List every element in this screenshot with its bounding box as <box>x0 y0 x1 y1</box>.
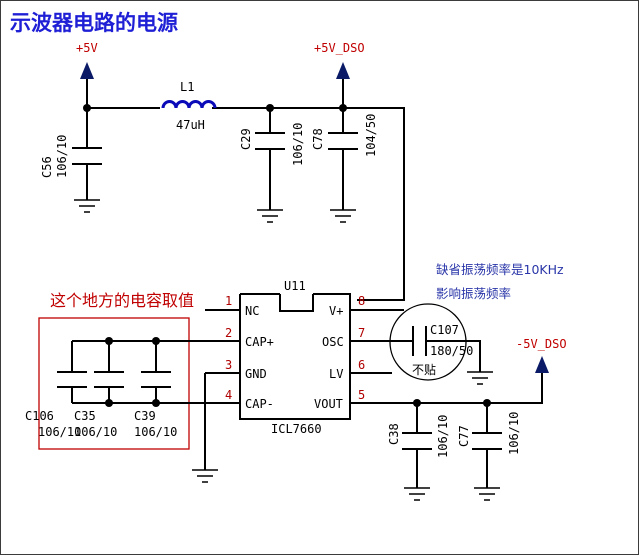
capacitor-ref: C38 <box>387 423 401 445</box>
inductor-coil-icon <box>161 100 217 109</box>
power-arrow-icon <box>336 62 350 79</box>
ic-body <box>239 293 351 420</box>
pin-name: V+ <box>329 304 343 318</box>
power-symbol-vcc-dso: +5V_DSO <box>314 41 365 79</box>
capacitor-c39-plates-icon <box>141 371 171 388</box>
capacitor-value: 106/10 <box>436 415 450 458</box>
power-arrow-icon <box>80 62 94 79</box>
capacitor-value-c106: 106/10 <box>38 425 81 439</box>
capacitor-c38: C38 106/10 <box>387 403 450 501</box>
highlight-circle <box>389 303 467 381</box>
power-symbol-vneg-dso: -5V_DSO <box>516 337 567 373</box>
junction-dot <box>105 337 113 345</box>
wire-cap-buses <box>72 340 205 404</box>
capacitor-note: 不贴 <box>412 363 436 377</box>
ground-icon <box>330 209 356 223</box>
capacitor-value-c35: 106/10 <box>74 425 117 439</box>
capacitor-c77: C77 106/10 <box>457 403 521 501</box>
capacitor-symbol-icon <box>392 326 481 372</box>
capacitor-value: 180/50 <box>430 344 473 358</box>
wire-vcc-dso-rail <box>212 107 405 301</box>
net-label-vcc-in: +5V <box>76 41 98 55</box>
capacitor-ref: C29 <box>239 128 253 150</box>
pin-number: 2 <box>225 326 232 340</box>
junction-dot <box>152 399 160 407</box>
capacitor-c35-plates-icon <box>94 371 124 388</box>
capacitor-value: 106/10 <box>55 135 69 178</box>
note-affects-frequency: 影响振荡频率 <box>436 286 511 301</box>
capacitor-ref-c35: C35 <box>74 409 96 423</box>
pin-number: 6 <box>358 358 365 372</box>
pin-name: NC <box>245 304 259 318</box>
wire-vcc-in <box>86 79 160 109</box>
ground-icon <box>74 199 100 213</box>
capacitor-value: 104/50 <box>364 114 378 157</box>
pin-number: 7 <box>358 326 365 340</box>
net-label-vcc-dso: +5V_DSO <box>314 41 365 55</box>
ic-u11: U11 ICL7660 1 NC 2 CAP+ 3 GND 4 CAP- 8 V… <box>205 279 392 436</box>
capacitor-symbol-icon <box>328 108 358 210</box>
capacitor-ref-c106: C106 <box>25 409 54 423</box>
net-label-vneg-dso: -5V_DSO <box>516 337 567 351</box>
ic-ref: U11 <box>284 279 306 293</box>
ic-left-pin-stubs <box>205 309 240 404</box>
ground-icon <box>474 487 500 501</box>
pin-name: OSC <box>322 335 344 349</box>
capacitor-value-c39: 106/10 <box>134 425 177 439</box>
capacitor-symbol-icon <box>472 403 502 488</box>
capacitor-ref: C107 <box>430 323 459 337</box>
inductor-value: 47uH <box>176 118 205 132</box>
capacitor-symbol-icon <box>402 403 432 488</box>
note-default-frequency: 缺省振荡频率是10KHz <box>436 262 564 277</box>
capacitor-symbol-icon <box>255 108 285 210</box>
ground-icon <box>404 487 430 501</box>
pin-number: 4 <box>225 388 232 402</box>
power-symbol-vcc-in: +5V <box>76 41 98 79</box>
capacitor-ref: C77 <box>457 425 471 447</box>
pin-name: CAP+ <box>245 335 274 349</box>
inductor-l1: L1 47uH <box>161 80 217 132</box>
page-title: 示波器电路的电源 <box>10 11 178 35</box>
pin-name: CAP- <box>245 397 274 411</box>
capacitor-c106-plates-icon <box>57 371 87 388</box>
pin-number: 3 <box>225 358 232 372</box>
pin-name: LV <box>329 367 343 381</box>
capacitor-symbol-icon <box>72 108 102 200</box>
power-arrow-icon <box>535 356 549 373</box>
capacitor-value: 106/10 <box>291 123 305 166</box>
capacitor-c29: C29 106/10 <box>239 108 305 223</box>
wire-vout <box>392 373 543 404</box>
pin-number: 5 <box>358 388 365 402</box>
pin-name: VOUT <box>314 397 343 411</box>
pin-number: 8 <box>358 294 365 308</box>
note-capacitor-value: 这个地方的电容取值 <box>50 291 194 310</box>
capacitor-c56: C56 106/10 <box>40 108 102 213</box>
annotation-box <box>38 317 190 450</box>
capacitor-ref: C78 <box>311 128 325 150</box>
capacitor-value: 106/10 <box>507 412 521 455</box>
ground-icon <box>467 371 493 385</box>
inductor-ref: L1 <box>180 80 194 94</box>
pin-name: GND <box>245 367 267 381</box>
capacitor-ref-c39: C39 <box>134 409 156 423</box>
capacitor-c78: C78 104/50 <box>311 108 378 223</box>
ic-part-number: ICL7660 <box>271 422 322 436</box>
ground-icon <box>257 209 283 223</box>
junction-dot <box>152 337 160 345</box>
capacitor-c107: C107 180/50 不贴 <box>389 303 493 385</box>
capacitor-ref: C56 <box>40 156 54 178</box>
ic-right-pin-stubs <box>350 309 392 404</box>
ground-icon <box>192 469 218 483</box>
junction-dot <box>105 399 113 407</box>
pin-number: 1 <box>225 294 232 308</box>
